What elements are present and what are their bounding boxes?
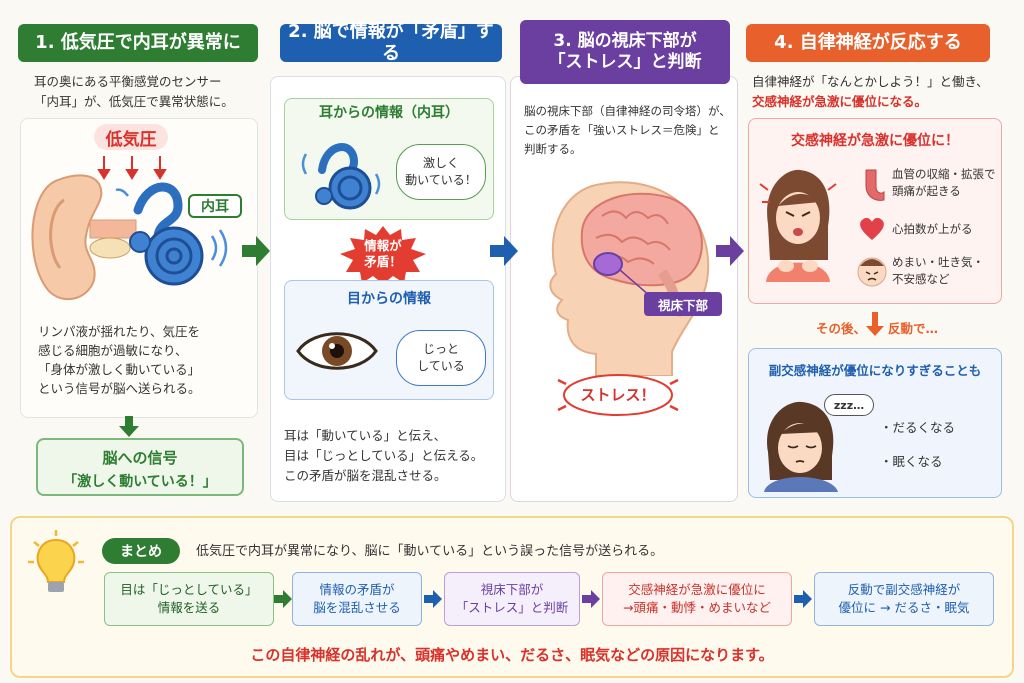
- symptom-heartrate: 心拍数が上がる: [892, 222, 973, 236]
- step3-to-4-arrow-icon: [716, 236, 744, 266]
- step1-desc-4: という信号が脳へ送られる。: [38, 381, 201, 396]
- inner-ear-small-icon: [301, 143, 381, 210]
- conflict-burst-icon: [340, 226, 426, 284]
- blood-vessel-icon: [865, 169, 885, 201]
- pressure-arrow-icon: [97, 156, 167, 180]
- flow-parasympathetic-line1: 反動で副交感神経が: [847, 582, 961, 597]
- eye-info-bubble: じっと している: [396, 330, 486, 386]
- inner-ear-label: 内耳: [188, 194, 242, 218]
- step1-header: 1. 低気圧で内耳が異常に: [18, 24, 258, 62]
- down-arrow-orange-icon: [866, 312, 884, 336]
- ear-info-title: 耳からの情報（内耳）: [319, 105, 459, 121]
- zzz-label: zzz…: [824, 394, 874, 416]
- step3-header: 3. 脳の視床下部が 「ストレス」と判断: [520, 20, 730, 84]
- flow-arrow-2-icon: [424, 590, 442, 608]
- step3-desc-2: この矛盾を「強いストレス＝危険」と: [524, 123, 720, 137]
- brain-signal-text: 「激しく動いている！」: [63, 474, 217, 490]
- flow-conflict-line2: 脳を混乱させる: [313, 600, 401, 615]
- step2-to-3-arrow-icon: [490, 236, 518, 266]
- flow-arrow-3-icon: [582, 590, 600, 608]
- flow-arrow-1-icon: [274, 590, 292, 608]
- eye-info-title: 目からの情報: [347, 291, 431, 307]
- parasympathetic-title: 副交感神経が優位になりすぎることも: [768, 363, 982, 378]
- after-label: その後、: [816, 321, 867, 336]
- pressure-label: 低気圧: [94, 124, 168, 150]
- step1-intro-line2: 「内耳」が、低気圧で異常状態に。: [34, 94, 234, 109]
- conflict-line1: 情報が: [364, 238, 402, 253]
- step3-desc-3: 判断する。: [524, 142, 582, 156]
- down-arrow-icon: [119, 416, 139, 437]
- summary-label: まとめ: [102, 538, 180, 564]
- step3-header-line1: 3. 脳の視床下部が: [553, 30, 697, 51]
- sympathetic-title: 交感神経が急激に優位に！: [791, 133, 959, 149]
- flow-hypothalamus-line1: 視床下部が: [480, 582, 544, 597]
- brain-signal-box: 脳への信号 「激しく動いている！」: [36, 438, 244, 496]
- flow-sympathetic-line2: →頭痛・動悸・めまいなど: [623, 600, 771, 615]
- ear-bubble-line2: 動いている！: [405, 173, 477, 187]
- symptom-dizziness-2: 不安感など: [892, 272, 950, 286]
- symptom-headache-2: 頭痛が起きる: [892, 184, 961, 198]
- step2-desc-1: 耳は「動いている」と伝え、: [284, 428, 447, 443]
- stressed-woman-icon: [759, 169, 837, 282]
- flow-eye-line1: 目は「じっとしている」: [120, 582, 258, 597]
- step2-desc-2: 目は「じっとしている」と伝える。: [284, 448, 484, 463]
- ear-illustration: [31, 156, 228, 300]
- symptom-headache-1: 血管の収縮・拡張で: [892, 167, 996, 181]
- heart-icon: [860, 217, 884, 240]
- sleepy-woman-icon: [764, 401, 838, 492]
- ear-info-bubble: 激しく 動いている！: [396, 144, 486, 200]
- flow-eye-line2: 情報を送る: [157, 600, 221, 615]
- lightbulb-icon: [28, 530, 84, 592]
- flow-sympathetic-line1: 交感神経が急激に優位に: [628, 582, 766, 597]
- flow-box-sympathetic: 交感神経が急激に優位に →頭痛・動悸・めまいなど: [602, 572, 792, 626]
- flow-box-conflict: 情報の矛盾が 脳を混乱させる: [292, 572, 422, 626]
- brain-signal-title: 脳への信号: [102, 449, 178, 467]
- step4-intro-line2: 交感神経が急激に優位になる。: [752, 94, 928, 109]
- step1-desc-2: 感じる細胞が過敏になり、: [38, 343, 188, 358]
- stress-burst-icon: [557, 374, 679, 416]
- stress-label: ストレス！: [580, 386, 656, 404]
- flow-hypothalamus-line2: 「ストレス」と判断: [455, 600, 569, 615]
- para-symptom-tired: ・だるくなる: [880, 420, 956, 435]
- step1-to-2-arrow-icon: [242, 236, 270, 266]
- summary-conclusion: この自律神経の乱れが、頭痛やめまい、だるさ、眠気などの原因になります。: [250, 646, 774, 664]
- step3-desc-1: 脳の視床下部（自律神経の司令塔）が、: [524, 104, 731, 118]
- step2-header: 2. 脳で情報が「矛盾」する: [280, 21, 502, 64]
- hypothalamus-label: 視床下部: [644, 292, 722, 316]
- step4-header: 4. 自律神経が反応する: [746, 24, 990, 62]
- inner-ear-icon: [129, 182, 204, 286]
- flow-box-eye: 目は「じっとしている」 情報を送る: [104, 572, 274, 626]
- dizzy-face-icon: [857, 257, 887, 287]
- eye-bubble-line1: じっと: [422, 342, 459, 356]
- step1-desc-3: 「身体が激しく動いている」: [38, 362, 201, 377]
- flow-box-parasympathetic: 反動で副交感神経が 優位に → だるさ・眠気: [814, 572, 994, 626]
- head-brain-illustration: [549, 181, 710, 376]
- step1-desc-1: リンパ液が揺れたり、気圧を: [38, 324, 201, 339]
- ear-bubble-line1: 激しく: [422, 156, 459, 170]
- flow-arrow-4-icon: [794, 590, 812, 608]
- eye-icon: [296, 332, 378, 370]
- conflict-label: 情報が 矛盾！: [340, 238, 426, 270]
- para-symptom-sleepy: ・眠くなる: [880, 454, 943, 469]
- flow-box-hypothalamus: 視床下部が 「ストレス」と判断: [444, 572, 580, 626]
- symptom-dizziness-1: めまい・吐き気・: [892, 255, 984, 269]
- flow-parasympathetic-line2: 優位に → だるさ・眠気: [838, 600, 970, 615]
- summary-text: 低気圧で内耳が異常になり、脳に「動いている」という誤った信号が送られる。: [196, 544, 664, 559]
- step1-intro-line1: 耳の奥にある平衡感覚のセンサー: [34, 74, 222, 89]
- step2-desc-3: この矛盾が脳を混乱させる。: [284, 468, 447, 483]
- outer-ear-shape: [31, 174, 103, 300]
- step4-intro-line1: 自律神経が「なんとかしよう！」と働き、: [752, 74, 989, 89]
- step3-header-line2: 「ストレス」と判断: [548, 52, 702, 72]
- rebound-label: 反動で…: [888, 321, 939, 336]
- conflict-line2: 矛盾！: [364, 254, 402, 269]
- flow-conflict-line1: 情報の矛盾が: [319, 582, 395, 597]
- hypothalamus-marker: [593, 252, 623, 276]
- eye-bubble-line2: している: [417, 359, 465, 373]
